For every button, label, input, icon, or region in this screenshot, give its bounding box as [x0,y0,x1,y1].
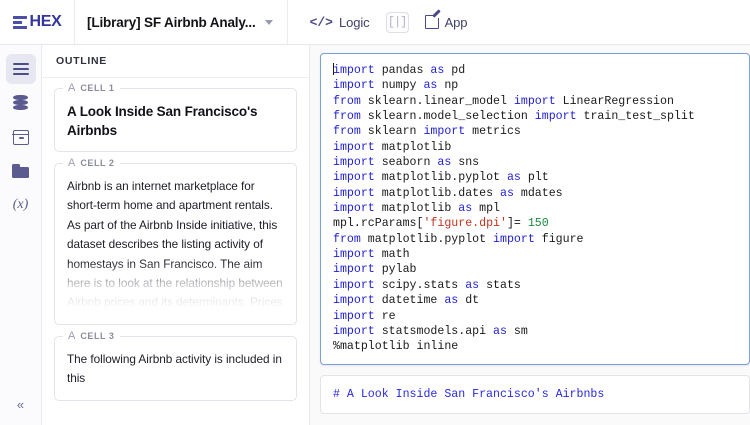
outline-cell-legend: A CELL 2 [63,157,120,169]
chevron-double-left-icon: « [16,396,25,412]
code-line: import statsmodels.api as sm [333,324,528,338]
outline-cell-2[interactable]: A CELL 2 Airbnb is an internet marketpla… [54,157,297,325]
database-icon [13,95,28,111]
code-line: mpl.rcParams['figure.dpi']= 150 [333,217,549,231]
code-line: from sklearn import metrics [333,125,521,139]
tab-logic[interactable]: </> Logic [302,10,378,35]
outline-panel: OUTLINE A CELL 1 A Look Inside San Franc… [42,45,310,425]
outline-cell-legend: A CELL 1 [63,82,120,94]
hex-logo-button[interactable]: HEX [0,0,75,44]
split-view-toggle[interactable]: [|] [385,11,409,33]
outline-cell-text: Airbnb is an internet marketplace for sh… [67,179,283,310]
sidebar-item-data-sources[interactable] [6,88,36,118]
outline-list[interactable]: A CELL 1 A Look Inside San Francisco's A… [42,78,309,425]
code-line: from sklearn.linear_model import LinearR… [333,94,674,108]
chevron-down-icon[interactable] [264,19,273,25]
outline-cell-text: The following Airbnb activity is include… [67,352,282,386]
code-line: import matplotlib as mpl [333,202,501,216]
markdown-cell-editor[interactable]: # A Look Inside San Francisco's Airbnbs [320,374,750,414]
code-line: import matplotlib.pyplot as plt [333,171,549,185]
sidebar-item-packages[interactable] [6,122,36,152]
code-line: from sklearn.model_selection import trai… [333,110,695,124]
hex-logo-text: HEX [29,13,62,30]
code-line: import scipy.stats as stats [333,278,521,292]
outline-cell-3[interactable]: A CELL 3 The following Airbnb activity i… [54,330,297,401]
outline-cell-1[interactable]: A CELL 1 A Look Inside San Francisco's A… [54,82,297,152]
app-pencil-icon [424,14,439,29]
text-cursor [333,63,334,75]
outline-lines-icon [12,62,29,76]
code-line: import pylab [333,263,417,277]
code-line: import numpy as np [333,79,459,93]
sidebar-item-outline[interactable] [5,54,36,84]
code-line: import re [333,309,396,323]
outline-cell-name: CELL 1 [80,83,115,93]
code-line: %matplotlib inline [333,340,459,354]
package-box-icon [11,129,30,145]
hex-logo-mark-icon [12,15,27,29]
left-icon-rail: (x) « [0,45,42,425]
code-line: # A Look Inside San Francisco's Airbnbs [333,387,605,401]
outline-title: OUTLINE [56,55,107,67]
sidebar-item-variables[interactable]: (x) [6,190,36,220]
folder-icon [12,164,29,178]
split-view-icon: [|] [387,15,408,29]
markdown-text[interactable]: # A Look Inside San Francisco's Airbnbs [333,387,749,402]
code-line: from matplotlib.pyplot import figure [333,232,584,246]
outline-cell-heading: A Look Inside San Francisco's Airbnbs [67,104,258,138]
outline-cell-name: CELL 2 [80,158,115,168]
code-line: import pandas as pd [333,63,466,77]
outline-header: OUTLINE [42,45,309,78]
code-line: import datetime as dt [333,294,480,308]
code-line: import seaborn as sns [333,156,480,170]
collapse-sidebar-button[interactable]: « [0,391,41,417]
tab-app-label: App [444,14,468,30]
text-cell-icon: A [68,82,76,94]
text-cell-icon: A [68,330,76,342]
hex-logo: HEX [12,13,62,31]
code-line: import matplotlib [333,140,452,154]
sidebar-item-files[interactable] [6,156,36,186]
page-title: [Library] SF Airbnb Analy... [87,14,256,30]
document-title-menu[interactable]: [Library] SF Airbnb Analy... [75,0,288,44]
tab-logic-label: Logic [338,14,370,30]
code-brackets-icon: </> [309,14,333,30]
outline-cell-legend: A CELL 3 [63,330,120,342]
outline-cell-name: CELL 3 [80,331,115,341]
main-body: (x) « OUTLINE A CELL 1 A Look Inside San… [0,45,750,425]
variables-x-icon: (x) [12,197,29,212]
code-line: import math [333,248,410,262]
mode-switcher: </> Logic [|] App [288,0,486,44]
text-cell-icon: A [68,157,76,169]
code-line: import matplotlib.dates as mdates [333,186,563,200]
tab-app[interactable]: App [417,10,476,35]
top-bar: HEX [Library] SF Airbnb Analy... </> Log… [0,0,750,45]
outline-cell-body-clipped: Airbnb is an internet marketplace for sh… [67,177,284,313]
